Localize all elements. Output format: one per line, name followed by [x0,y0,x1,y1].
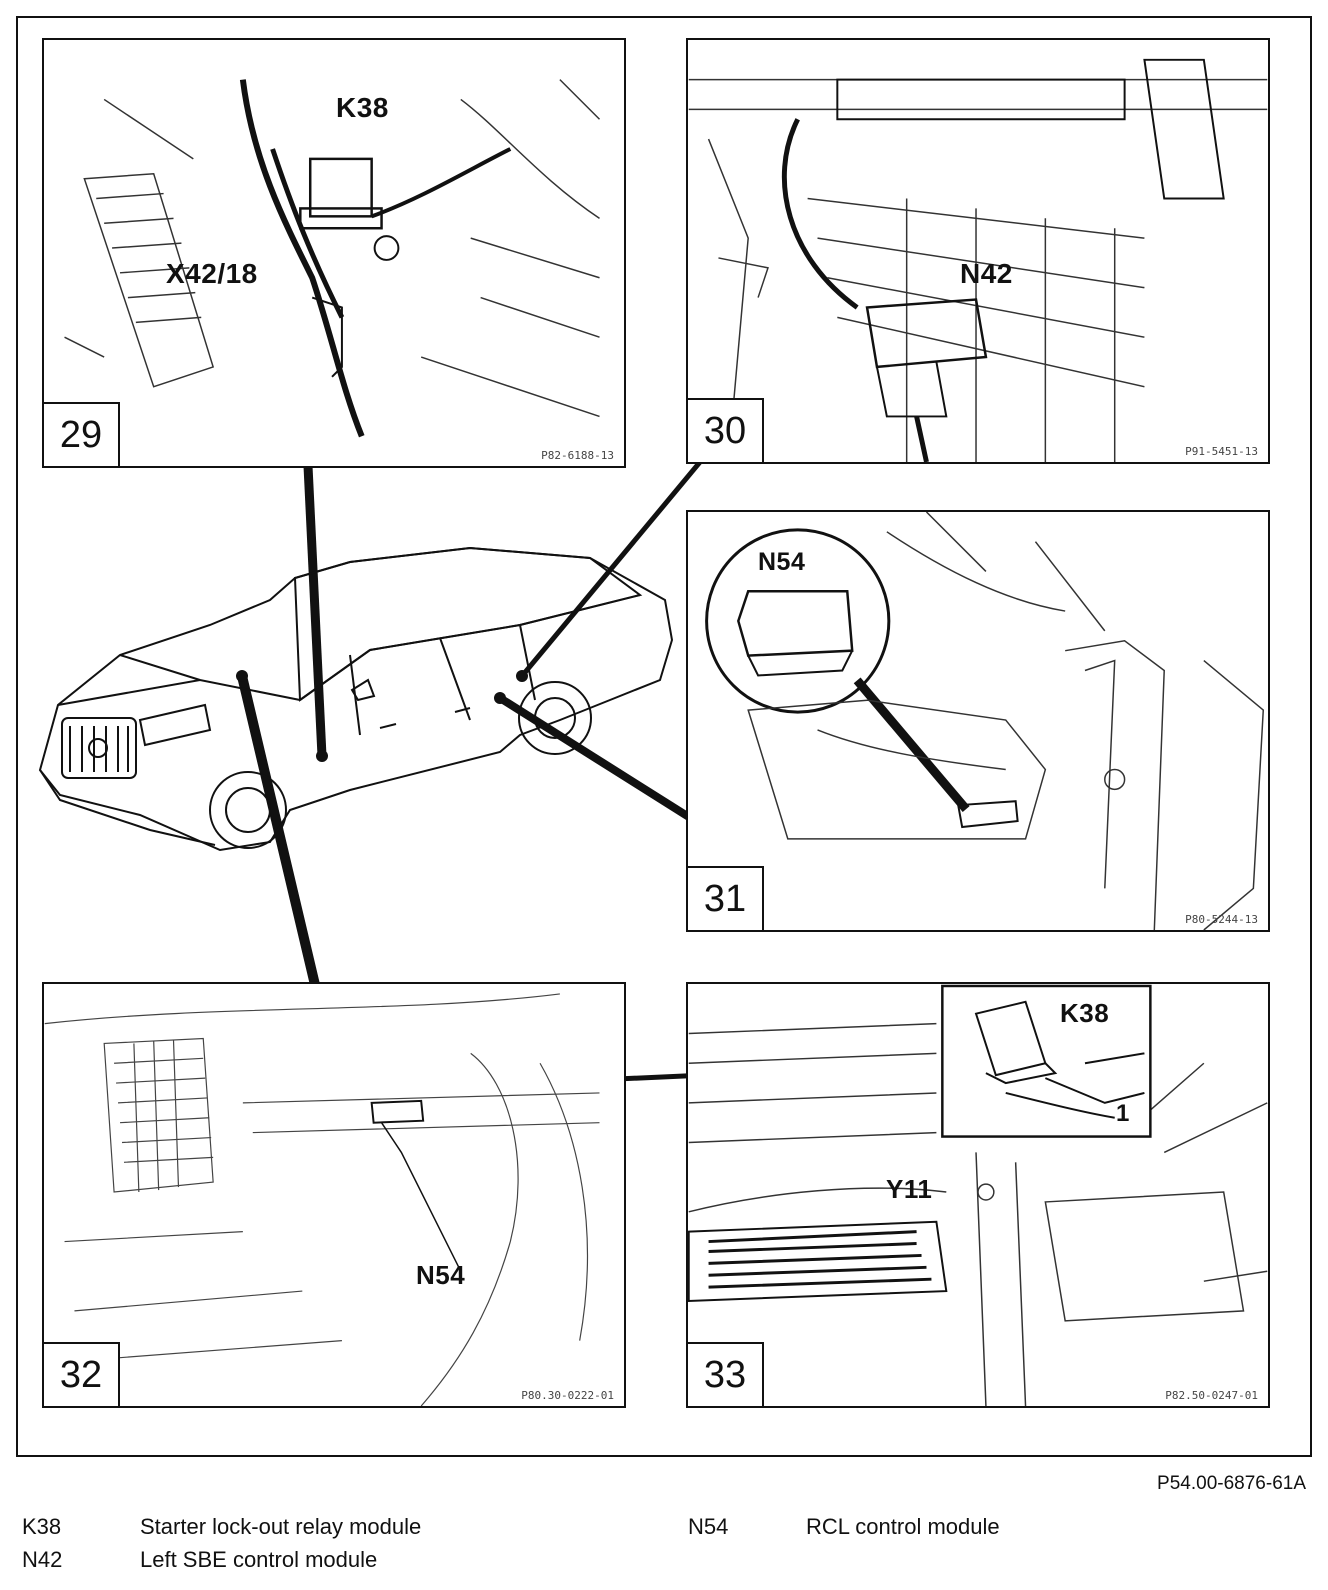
panel-30-illustration [688,58,1268,462]
panel-29: K38 X42/18 P82-6188-13 29 [42,38,626,468]
label-k38-inset: K38 [1060,998,1110,1028]
label-k38: K38 [336,92,389,123]
label-x42-18: X42/18 [166,258,258,289]
panel-29-ref: P82-6188-13 [541,449,614,462]
panel-31-illustration [705,512,1265,930]
panel-31-number: 31 [688,866,764,930]
label-y11: Y11 [886,1174,933,1204]
label-n54-detail: N54 [758,548,806,576]
panel-33: K38 1 Y11 P82.50-0247-01 33 [686,982,1270,1408]
panel-31-ref: P80-5244-13 [1185,913,1258,926]
panel-32-ref: P80.30-0222-01 [521,1389,614,1402]
panel-32-illustration [44,993,600,1406]
legend-code: K38 [22,1514,62,1539]
panel-31: N54 P80-5244-13 31 [686,510,1270,932]
panel-29-illustration [64,79,601,438]
legend-code: N42 [22,1547,63,1572]
legend-code: N54 [688,1514,729,1539]
panel-32: N54 P80.30-0222-01 32 [42,982,626,1408]
figure-reference: P54.00-6876-61A [1157,1473,1306,1494]
label-n42: N42 [960,258,1013,289]
label-1: 1 [1116,1100,1130,1127]
legend-desc: Starter lock-out relay module [140,1514,422,1539]
diagram-frame [16,16,1312,1457]
panel-29-number: 29 [44,402,120,466]
legend-desc: Left SBE control module [140,1547,378,1572]
panel-30: N42 P91-5451-13 30 [686,38,1270,464]
panel-32-number: 32 [44,1342,120,1406]
panel-30-ref: P91-5451-13 [1185,445,1258,458]
panel-33-number: 33 [688,1342,764,1406]
legend-desc: RCL control module [806,1514,1000,1539]
label-n54: N54 [416,1260,466,1290]
panel-30-number: 30 [688,398,764,462]
panel-33-ref: P82.50-0247-01 [1165,1389,1258,1402]
panel-33-illustration [688,984,1268,1406]
